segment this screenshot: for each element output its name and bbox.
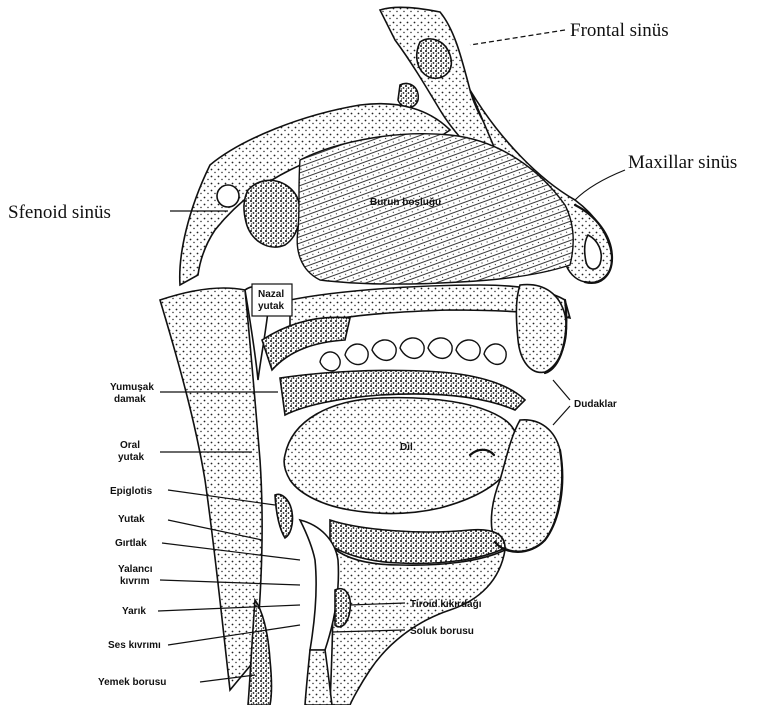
leader-maxillar [575,170,625,200]
label-dudaklar: Dudaklar [574,399,617,410]
label-tiroid: Tiroid kıkırdağı [410,599,482,610]
label-frontal-sinus: Frontal sinüs [570,20,669,41]
posterior-pharyngeal-wall [160,288,262,690]
label-maxillar-sinus: Maxillar sinüs [628,152,737,173]
label-yutak: Yutak [118,514,145,525]
label-soluk: Soluk borusu [410,626,474,637]
upper-teeth [320,338,506,371]
sphenoid-sinus-cavity [244,180,300,247]
trachea [305,650,332,705]
label-oral-yutak: yutak [118,452,145,463]
label-yarik: Yarık [122,606,146,617]
label-oral: Oral [120,440,140,451]
label-yutak-nazal: yutak [258,301,285,312]
leader-dudaklar-lower [553,406,570,425]
leader-yemek-borusu [200,675,255,682]
label-ses-kivrimi: Ses kıvrımı [108,640,161,651]
label-damak: damak [114,394,146,405]
nasal-cavity [297,134,573,284]
frontal-sinus-cavity-lower [398,83,418,107]
label-burun-boslugu: Burun boşluğu [370,197,441,208]
leader-dudaklar-upper [553,380,570,400]
tongue [284,398,517,514]
sphenoid-sinus-ring [217,185,239,207]
label-epiglotis: Epiglotis [110,486,153,497]
label-sfenoid-sinus: Sfenoid sinüs [8,202,111,223]
mandible [330,520,505,563]
label-kivrim: kıvrım [120,576,150,587]
leader-frontal [470,30,565,45]
label-girtlak: Gırtlak [115,538,147,549]
label-yemek-borusu: Yemek borusu [98,677,166,688]
epiglottis [275,494,293,538]
label-yalanci: Yalancı [118,564,153,575]
neck-front [330,545,505,705]
label-yumusak: Yumuşak [110,382,154,393]
label-nazal: Nazal [258,289,284,300]
label-dil: Dil [400,442,413,453]
anatomy-drawing [160,7,612,705]
